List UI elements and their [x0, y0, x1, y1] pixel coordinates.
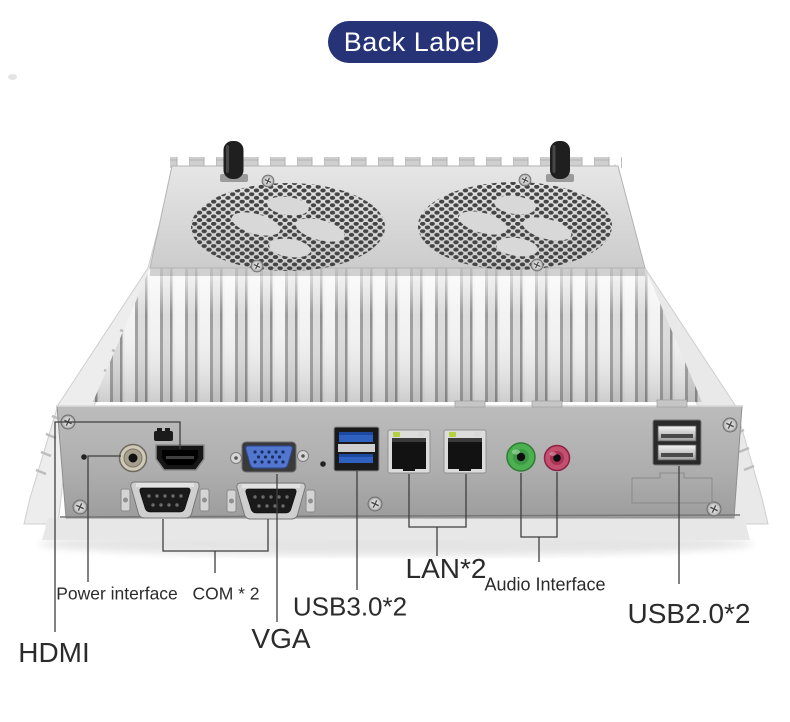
label-vga: VGA	[251, 623, 311, 654]
pinhole-2	[320, 461, 326, 467]
plate-screw	[250, 259, 264, 273]
photo-artifact	[8, 74, 17, 80]
mic-in-jack	[543, 444, 571, 472]
panel-screw	[706, 501, 722, 517]
dip-switch	[154, 428, 173, 441]
panel-screw	[367, 496, 383, 512]
wifi-antenna-left	[220, 141, 248, 182]
vga-port	[230, 441, 309, 473]
hdmi-port	[155, 444, 205, 471]
reset-pinhole	[81, 454, 87, 460]
plate-screw	[261, 174, 275, 188]
chassis-base	[42, 516, 750, 540]
usb3-dual-port	[333, 426, 380, 472]
hdmi-leader-line	[54, 421, 181, 632]
label-hdmi: HDMI	[18, 637, 90, 668]
power-leader-line	[87, 455, 121, 582]
fan-grille-plate	[149, 157, 646, 273]
panel-screw	[72, 499, 88, 515]
panel-hatch-outline	[631, 472, 713, 504]
lan-port-1	[387, 429, 431, 474]
plate-screw	[530, 258, 544, 272]
power-jack	[118, 443, 148, 473]
lan-port-2	[443, 429, 487, 474]
label-com: COM * 2	[192, 583, 260, 604]
panel-screw	[722, 417, 738, 433]
label-usb2: USB2.0*2	[627, 598, 751, 629]
fan-blade-silhouette	[458, 195, 572, 257]
label-power-interface: Power interface	[56, 583, 178, 604]
wifi-antenna-right	[546, 141, 574, 182]
label-audio-interface: Audio Interface	[484, 574, 606, 595]
fan-blade-silhouette	[231, 196, 345, 258]
plate-screw	[518, 173, 532, 187]
fan-grille-right	[418, 182, 612, 270]
usb2-dual-port	[652, 419, 702, 466]
fan-grille-left	[191, 183, 385, 271]
line-out-jack	[506, 442, 536, 472]
label-lan: LAN*2	[405, 553, 487, 584]
back-label-badge: Back Label	[328, 21, 498, 63]
io-panel	[56, 399, 743, 520]
label-usb3: USB3.0*2	[292, 591, 408, 622]
leader-lines	[54, 421, 680, 632]
heatsink-fins	[93, 268, 702, 402]
